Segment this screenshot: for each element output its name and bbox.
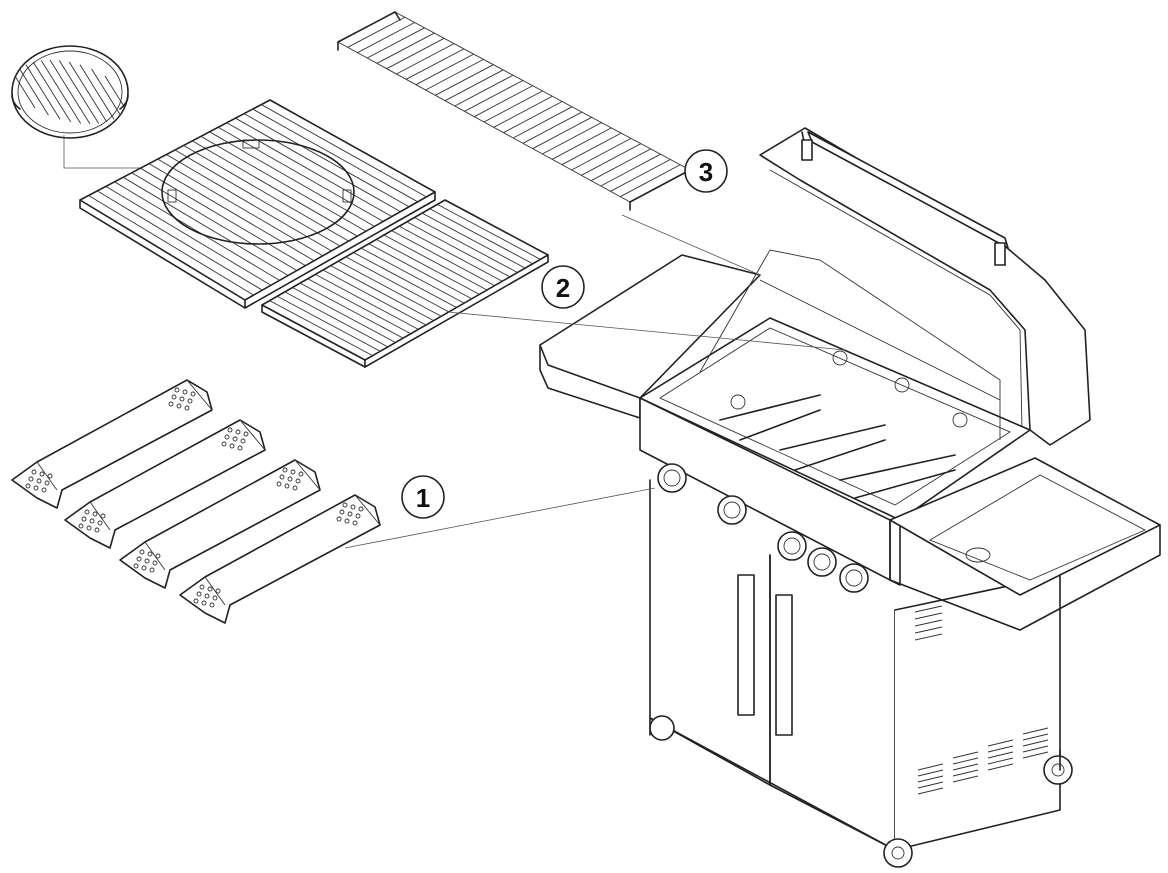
leader-3 — [621, 214, 761, 276]
callout-1: 1 — [401, 475, 445, 519]
cooking-grate-with-opening — [79, 99, 436, 309]
round-grate-insert — [11, 45, 129, 139]
callout-2-label: 2 — [556, 273, 570, 303]
flame-tamers — [11, 379, 381, 624]
leader-2 — [447, 311, 846, 351]
cooking-grate-standard — [261, 199, 549, 368]
leader-1 — [344, 487, 656, 549]
callout-3-label: 3 — [699, 157, 713, 187]
callout-2: 2 — [541, 265, 585, 309]
flame-tamer-1 — [11, 379, 213, 509]
callout-3: 3 — [684, 149, 728, 193]
flame-tamer-4 — [179, 494, 381, 624]
flame-tamer-2 — [64, 419, 266, 549]
warming-rack — [337, 11, 691, 211]
callout-1-label: 1 — [416, 483, 430, 513]
control-knobs — [657, 463, 869, 593]
grill-body — [539, 127, 1161, 868]
flame-tamer-3 — [119, 459, 321, 589]
